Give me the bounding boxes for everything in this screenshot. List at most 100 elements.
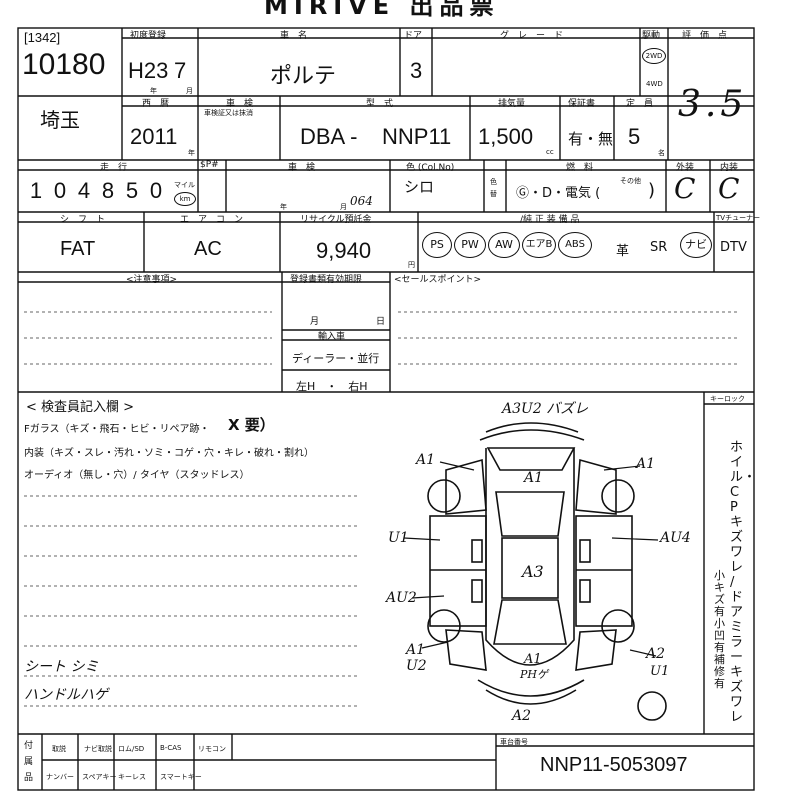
mileage-digit: 4 <box>77 178 91 203</box>
grade-label: グ レ ー ド <box>500 31 564 41</box>
fuel-other: その他 <box>620 177 641 185</box>
accessory-item: B-CAS <box>160 744 182 752</box>
equip-abs: ABS <box>558 232 592 258</box>
reg-era: H23 <box>128 58 169 83</box>
color-value: シロ <box>404 178 435 196</box>
damage-mark: PHゲ <box>520 668 548 681</box>
capacity-unit: 名 <box>658 149 665 157</box>
equip-sunroof: SR <box>650 240 668 255</box>
steering-side: 左H ・ 右H <box>296 380 368 393</box>
inspect-label: 車 検 <box>226 99 254 109</box>
reg-month: 7 <box>174 58 187 83</box>
drive-4wd: 4WD <box>646 80 663 88</box>
damage-mark: U1 <box>388 530 409 546</box>
accessory-item: キーレス <box>118 773 146 781</box>
color-change: 色替 <box>490 178 497 198</box>
inspect-note: 車検証又は抹消 <box>204 109 253 117</box>
accessory-item: ロム/SD <box>118 745 145 753</box>
hand-note-handle: ハンドルハゲ <box>24 687 108 703</box>
fuel-label: 燃 料 <box>566 163 594 173</box>
shaken-year-unit: 年 <box>280 203 287 211</box>
shift-label: シ フ ト <box>60 215 106 225</box>
inspector-label: < 検査員記入欄 > <box>26 400 135 415</box>
mileage-digit: 1 <box>29 178 43 203</box>
deadline-label: 登録書類有効期限 <box>290 275 363 285</box>
exterior-label: 外装 <box>676 163 695 173</box>
score-label: 評 価 点 <box>682 31 728 41</box>
capacity-value: 5 <box>628 124 641 149</box>
accessory-item: ナビ取説 <box>84 745 112 753</box>
damage-mark: AU4 <box>660 530 691 546</box>
model-prefix: DBA - <box>300 124 358 149</box>
tuner-label: TVチューナー <box>716 214 761 222</box>
fuel-options: Ⓖ・D・電気 ( <box>516 186 601 201</box>
mileage-digits: 1 0 4 8 5 0 <box>24 178 168 204</box>
accessory-item: スペアキー <box>82 773 117 781</box>
glass-note: Fガラス（キズ・飛石・ヒビ・リペア跡・ <box>24 424 210 435</box>
reg-month-unit: 月 <box>186 87 193 95</box>
accessory-item: リモコン <box>198 745 226 753</box>
damage-note-top: A3U2 バズレ <box>502 401 589 417</box>
damage-mark: A1 <box>636 456 656 472</box>
glass-mark: X 要） <box>228 416 275 434</box>
interior-grade: C <box>718 172 740 205</box>
reg-year-unit: 年 <box>150 87 157 95</box>
damage-mark: AU2 <box>386 590 417 606</box>
displacement-unit: cc <box>546 148 554 156</box>
accessory-item: 取説 <box>52 745 66 753</box>
western-year: 2011 <box>130 124 178 149</box>
equip-airbag: エアB <box>522 232 556 258</box>
western-year-unit: 年 <box>188 149 195 157</box>
region: 埼玉 <box>40 108 80 132</box>
displacement-value: 1,500 <box>478 124 534 149</box>
lot-number: 10180 <box>22 48 106 81</box>
western-label: 西 暦 <box>142 99 170 109</box>
audio-note: オーディオ（無し・穴）/ タイヤ（スタッドレス） <box>24 470 250 481</box>
mile-unit: マイル <box>174 181 195 189</box>
color-label: 色 (Col.No) <box>406 163 455 173</box>
recycle-label: リサイクル預託金 <box>300 215 372 225</box>
damage-mark: A1 <box>524 470 544 486</box>
km-unit-circle: km <box>174 192 196 206</box>
score-value: 3.5 <box>678 84 748 125</box>
mileage-digit: 0 <box>149 178 163 203</box>
shaken-label: 車 検 <box>288 163 316 173</box>
ac-label: エ ア コ ン <box>180 215 244 225</box>
form-title: MIRIVE 出品票 <box>264 0 500 20</box>
damage-mark: A2 <box>512 708 532 724</box>
chassis-number: NNP11-5053097 <box>540 754 688 776</box>
name-label: 車 名 <box>280 31 308 41</box>
mileage-label: 走 行 <box>100 163 128 173</box>
equipment-list: PS PW AW エアB ABS <box>422 232 592 258</box>
damage-mark: A3 <box>522 562 544 581</box>
lot-tag: [1342] <box>24 30 61 45</box>
warranty-value: 有・無 <box>568 130 614 148</box>
damage-mark: A2 <box>646 646 666 662</box>
accessory-item: スマートキー <box>160 773 202 781</box>
damage-mark: U2 <box>406 658 427 674</box>
mileage-digit: 5 <box>125 178 139 203</box>
equip-dtv: DTV <box>720 240 747 255</box>
equip-navi: ナビ <box>680 232 712 258</box>
keylock-label: キーロック <box>710 395 745 403</box>
equip-pw: PW <box>454 232 486 258</box>
shift-value: FAT <box>60 238 96 260</box>
interior-note: 内装（キズ・スレ・汚れ・ソミ・コゲ・穴・キレ・破れ・割れ） <box>24 448 314 459</box>
displacement-label: 排気量 <box>498 99 526 109</box>
deadline-month: 月 <box>310 317 320 327</box>
recycle-value: 9,940 <box>316 238 372 263</box>
model-value: NNP11 <box>382 124 452 149</box>
chassis-label: 車台番号 <box>500 738 528 746</box>
damage-mark: A1 <box>406 642 426 658</box>
mileage-digit: 8 <box>101 178 115 203</box>
car-name: ポルテ <box>270 64 337 89</box>
color-code: 064 <box>350 194 373 208</box>
door-count: 3 <box>410 58 423 83</box>
mileage-digit: 0 <box>53 178 67 203</box>
sales-label: <セールスポイント> <box>394 275 482 285</box>
import-type: ディーラー・並行 <box>292 352 380 365</box>
deadline-day: 日 <box>376 317 386 327</box>
equip-ps: PS <box>422 232 452 258</box>
